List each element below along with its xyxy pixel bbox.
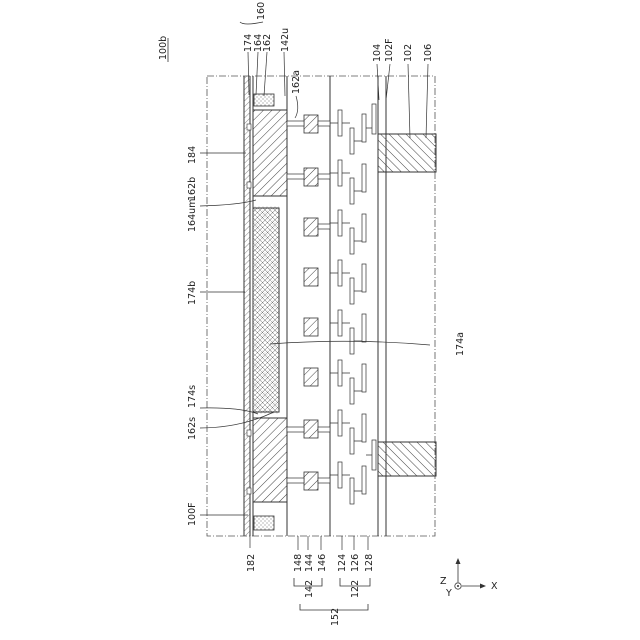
dotted-region-174a <box>253 206 279 414</box>
label-142: 142 <box>304 580 315 598</box>
axis-y-label: Y <box>445 588 452 599</box>
axis-x-label: X <box>491 581 498 592</box>
label-148: 148 <box>293 554 304 572</box>
axis-indicator: Z X Y <box>440 558 498 599</box>
label-146: 146 <box>317 554 328 572</box>
label-122: 122 <box>350 580 361 598</box>
label-162b: 162b <box>187 177 198 201</box>
label-162s: 162s <box>187 417 198 440</box>
label-174a: 174a <box>455 332 466 356</box>
pad-164-bottom <box>254 516 274 530</box>
axis-z-label: Z <box>440 576 447 587</box>
label-162a: 162a <box>291 70 302 94</box>
label-106: 106 <box>423 44 434 62</box>
label-144: 144 <box>304 554 315 572</box>
label-126: 126 <box>350 554 361 572</box>
bond-pad-162-upper <box>253 110 287 196</box>
label-102: 102 <box>403 44 414 62</box>
label-174b: 174b <box>187 281 198 305</box>
label-164um: 164um <box>187 199 198 232</box>
label-102F: 102F <box>384 38 395 62</box>
label-162: 162 <box>262 34 273 52</box>
label-104: 104 <box>372 44 383 62</box>
label-184: 184 <box>187 146 198 164</box>
label-142u: 142u <box>280 28 291 52</box>
label-100F: 100F <box>187 502 198 526</box>
label-160: 160 <box>256 2 267 20</box>
label-128: 128 <box>364 554 375 572</box>
label-182: 182 <box>246 554 257 572</box>
through-via-106-lower <box>378 442 436 476</box>
figure-label: 100b <box>158 36 169 60</box>
label-174s: 174s <box>187 385 198 408</box>
bond-pad-162-lower <box>253 418 287 502</box>
via-column-144 <box>304 115 318 490</box>
passivation-layer-182 <box>244 76 250 536</box>
label-152: 152 <box>330 608 341 626</box>
through-via-106-upper <box>378 134 436 172</box>
interconnect-122 <box>338 104 376 504</box>
label-124: 124 <box>337 554 348 572</box>
bracket-160 <box>240 22 263 24</box>
